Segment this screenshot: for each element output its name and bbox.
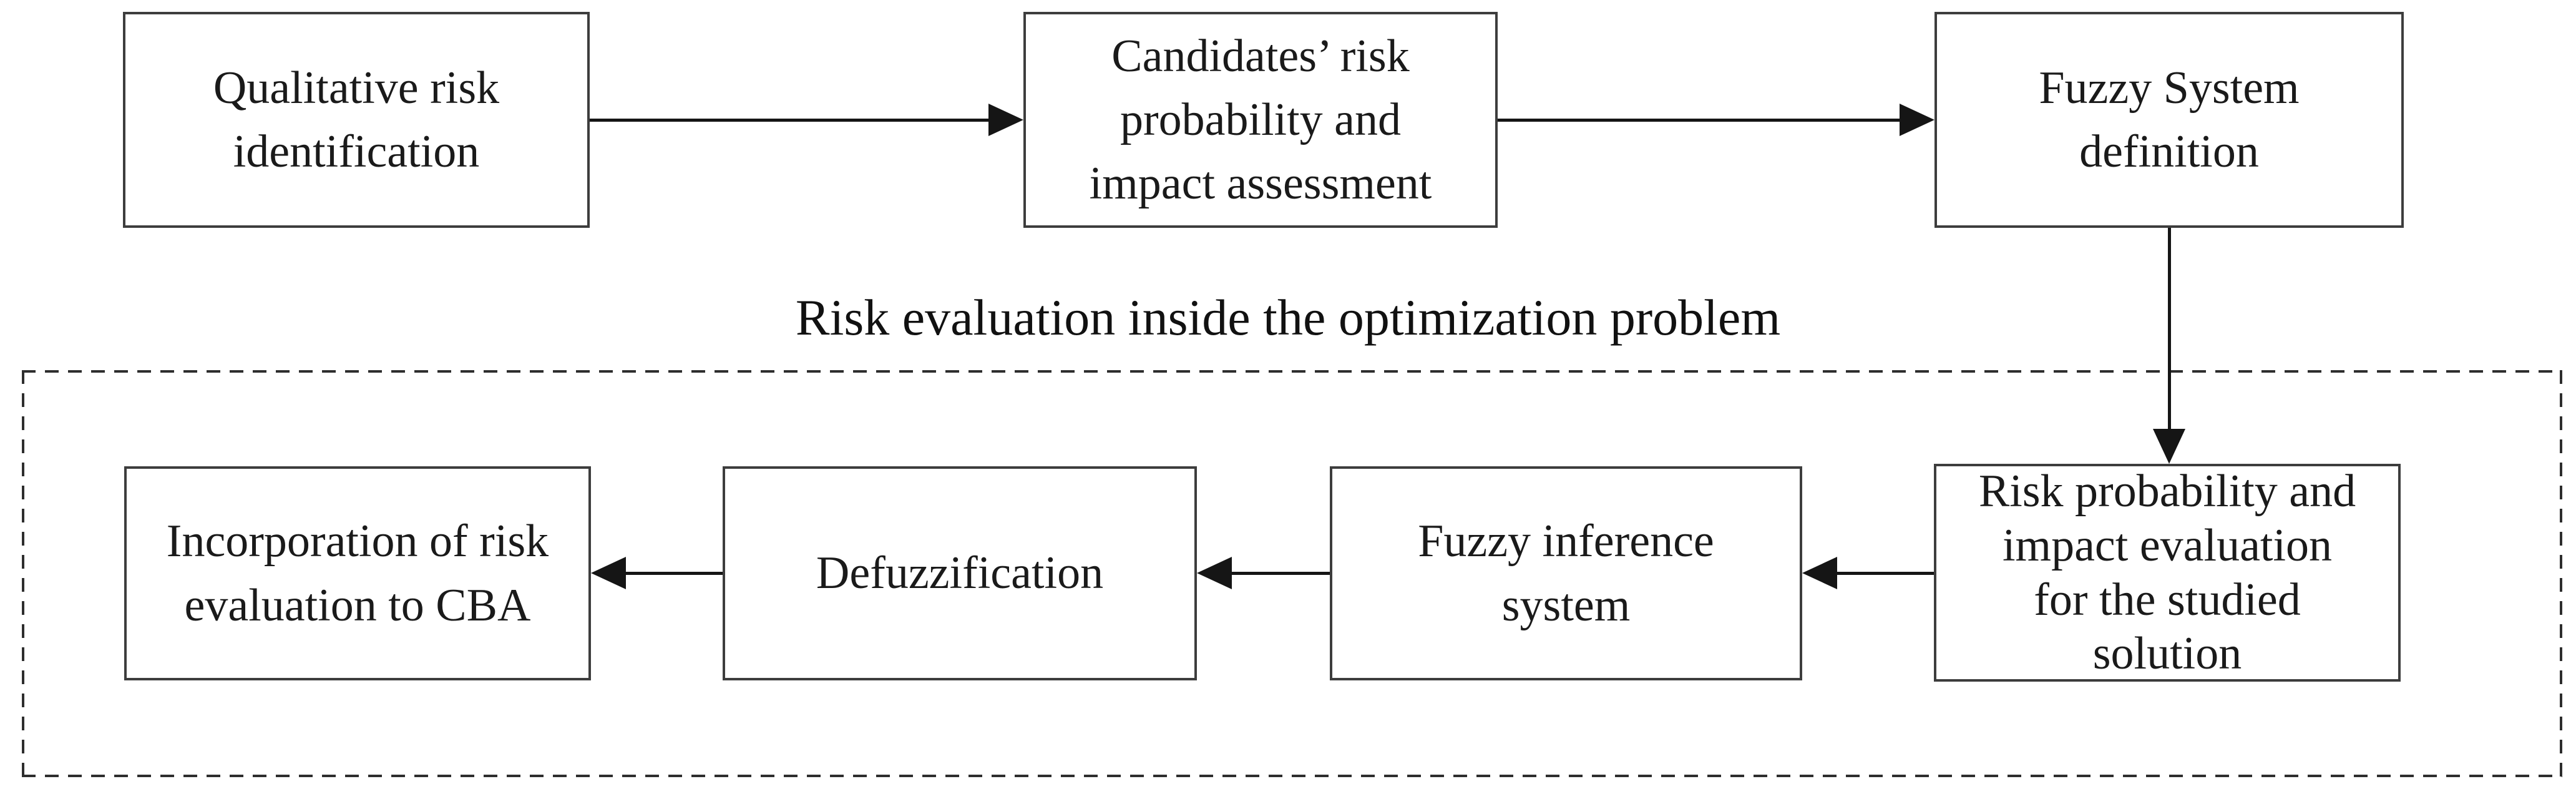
node-label: Risk probability and impact evaluation f…: [1978, 466, 2356, 680]
dashed-group-title: Risk evaluation inside the optimization …: [795, 289, 1781, 346]
node-defuzzification: Defuzzification: [723, 466, 1197, 680]
arrow-shaft: [590, 119, 988, 122]
node-qualitative-risk-identification: Qualitative risk identification: [123, 12, 590, 228]
node-fuzzy-system-definition: Fuzzy System definition: [1934, 12, 2404, 228]
arrow-shaft: [1498, 119, 1900, 122]
arrowhead-left-icon: [1802, 557, 1837, 589]
dashed-border-left: [22, 370, 24, 777]
node-fuzzy-inference-system: Fuzzy inference system: [1330, 466, 1802, 680]
arrow-shaft: [2168, 228, 2171, 429]
node-label: Fuzzy inference system: [1418, 516, 1714, 631]
node-label: Candidates’ risk probability and impact …: [1089, 30, 1432, 210]
arrowhead-left-icon: [591, 557, 626, 589]
arrow-shaft: [1232, 572, 1330, 575]
optimization-problem-group: [22, 370, 2562, 777]
arrowhead-right-icon: [1900, 104, 1934, 136]
node-incorporation-to-cba: Incorporation of risk evaluation to CBA: [124, 466, 591, 680]
node-label: Qualitative risk identification: [213, 62, 500, 177]
dashed-border-top: [22, 370, 2562, 373]
arrowhead-left-icon: [1197, 557, 1232, 589]
arrow-shaft: [626, 572, 723, 575]
dashed-border-right: [2560, 370, 2562, 777]
node-label: Incorporation of risk evaluation to CBA: [166, 516, 549, 631]
arrowhead-right-icon: [988, 104, 1023, 136]
node-label: Defuzzification: [816, 547, 1104, 599]
node-label: Fuzzy System definition: [2039, 62, 2300, 177]
node-candidates-risk-assessment: Candidates’ risk probability and impact …: [1023, 12, 1498, 228]
node-risk-probability-impact-evaluation: Risk probability and impact evaluation f…: [1934, 464, 2401, 682]
dashed-border-bottom: [22, 775, 2562, 777]
arrowhead-down-icon: [2153, 429, 2185, 464]
arrow-shaft: [1837, 572, 1934, 575]
